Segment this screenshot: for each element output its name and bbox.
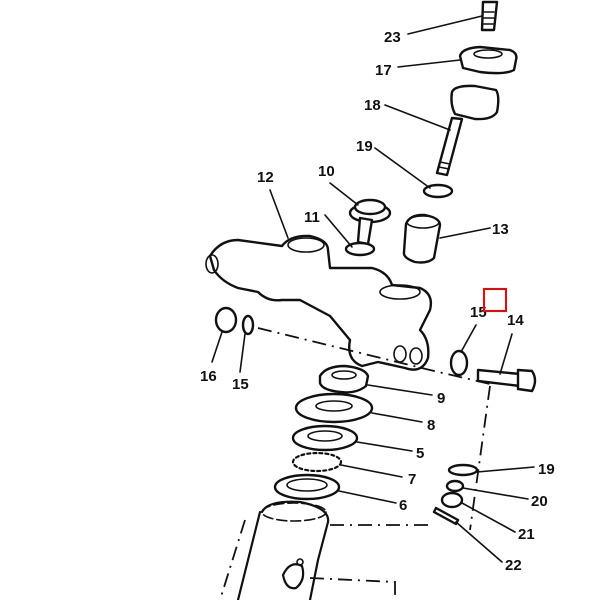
washer-19-icon	[422, 183, 454, 199]
label-12: 12	[257, 169, 274, 186]
label-10: 10	[318, 163, 335, 180]
triple-clamp-12-icon	[205, 234, 433, 371]
bolt-23-icon	[480, 0, 499, 32]
washer-15-left-icon	[241, 314, 255, 336]
label-15-left: 15	[232, 376, 249, 393]
label-5: 5	[416, 445, 425, 462]
label-9: 9	[437, 390, 446, 407]
label-16: 16	[200, 368, 217, 385]
nut-9-icon	[318, 364, 370, 394]
red-highlight-marker	[483, 288, 507, 312]
nut-16-icon	[214, 306, 238, 334]
label-6: 6	[399, 497, 408, 514]
leader-lines	[211, 15, 535, 563]
washer-19-right-icon	[447, 463, 479, 477]
washer-8-icon	[294, 392, 374, 424]
label-20: 20	[531, 493, 548, 510]
label-14: 14	[507, 312, 524, 329]
steering-stem-icon	[236, 500, 330, 600]
label-23: 23	[384, 29, 401, 46]
race-6-icon	[273, 473, 341, 501]
stem-bolt-18-icon	[435, 84, 500, 177]
label-15-right: 15	[470, 304, 487, 321]
washer-11-icon	[344, 241, 376, 257]
label-18: 18	[364, 97, 381, 114]
label-21: 21	[518, 526, 535, 543]
label-13: 13	[492, 221, 509, 238]
bolt-10-icon	[348, 198, 392, 246]
label-22: 22	[505, 557, 522, 574]
washer-20-icon	[445, 479, 465, 493]
pin-22-icon	[432, 506, 460, 526]
bolt-14-icon	[476, 368, 537, 393]
nut-21-icon	[440, 491, 464, 509]
bushing-13-icon	[402, 213, 442, 264]
label-19-top: 19	[356, 138, 373, 155]
label-7: 7	[408, 471, 417, 488]
label-11: 11	[304, 209, 320, 226]
label-17: 17	[375, 62, 392, 79]
race-5-icon	[291, 424, 359, 452]
bearing-7-icon	[291, 451, 343, 473]
washer-15-right-icon	[449, 349, 469, 377]
cap-17-icon	[458, 45, 518, 75]
label-19-right: 19	[538, 461, 555, 478]
assembly-axes	[219, 327, 491, 600]
label-8: 8	[427, 417, 436, 434]
